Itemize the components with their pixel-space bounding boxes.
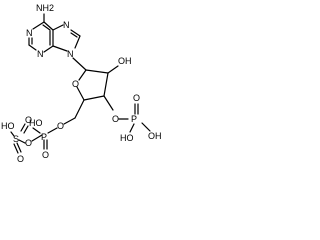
s-oxo-top-label: O <box>25 115 32 125</box>
n1-label: N <box>26 28 33 38</box>
bond-bridge-o-s <box>18 139 26 144</box>
p3-ho-label: HO <box>120 133 134 143</box>
bond-c8-n9 <box>74 35 81 49</box>
oh2-label: OH <box>118 56 132 66</box>
pa-ho-label: HO <box>29 118 43 128</box>
ring-oxygen-label: O <box>72 79 79 89</box>
bond-p-oh-left <box>129 123 135 133</box>
n7-label: N <box>63 20 70 30</box>
pa-label: P <box>41 132 47 142</box>
bond-c5-n7 <box>52 24 64 31</box>
n3-label: N <box>37 49 44 59</box>
bond-s-o-top-2 <box>20 123 26 132</box>
bond-n7-c8-double <box>70 32 78 38</box>
bond-n3-c4 <box>43 45 54 53</box>
bond-ringO-c1prime <box>78 69 87 81</box>
p3-oxo-label: O <box>133 93 140 103</box>
bond-c2prime-c3prime <box>103 72 109 97</box>
bond-s-o-bottom <box>16 142 22 153</box>
bond-c4prime-c5prime <box>74 99 85 119</box>
bond-c3prime-o3 <box>103 95 114 111</box>
adenine-base: NH2 N N N N <box>26 3 81 59</box>
bridge-oxygen-label: O <box>25 138 32 148</box>
o5-label: O <box>57 121 64 131</box>
bond-c5prime-o5 <box>63 117 76 125</box>
bond-n9-c4 <box>52 45 68 52</box>
bond-o5-pa <box>47 127 58 134</box>
bond-s-o-top <box>23 125 29 134</box>
bond-pa-ho <box>32 127 41 134</box>
bond-c2-n3 <box>28 44 37 51</box>
phosphosulfate-5prime: O P O HO O S O O HO <box>1 115 64 164</box>
bond-c6-double <box>42 24 51 31</box>
phosphate-3prime: O P O OH HO <box>112 93 162 143</box>
s-ho-label: HO <box>1 121 15 131</box>
sulfur-label: S <box>13 134 19 144</box>
bond-c2prime-oh <box>107 65 119 74</box>
bond-c1prime-c2prime <box>85 69 109 74</box>
bond-n9-c1prime <box>72 57 87 71</box>
bond-p-oh-right <box>141 122 151 132</box>
bond-c4prime-ringO <box>76 86 85 101</box>
bond-c6-n1 <box>32 21 45 30</box>
pa-oxo-label: O <box>42 150 49 160</box>
s-oxo-bottom-label: O <box>17 154 24 164</box>
bond-s-o-bottom-2 <box>13 143 19 154</box>
ribose-ring: OH O <box>63 56 132 125</box>
molecule-structure-drawing: NH2 N N N N OH O O P O OH HO <box>1 3 162 164</box>
bond-c3prime-c4prime <box>83 95 105 101</box>
amine-label: NH2 <box>36 3 54 13</box>
bond-c5-c6 <box>43 21 54 31</box>
bond-n7-c8 <box>70 29 81 37</box>
n9-label: N <box>67 49 74 59</box>
p3-oh-label: OH <box>148 131 162 141</box>
bond-pa-bridge-o <box>31 134 43 142</box>
o3-label: O <box>112 114 119 124</box>
bond-s-ho <box>10 131 15 137</box>
p3-label: P <box>131 114 137 124</box>
